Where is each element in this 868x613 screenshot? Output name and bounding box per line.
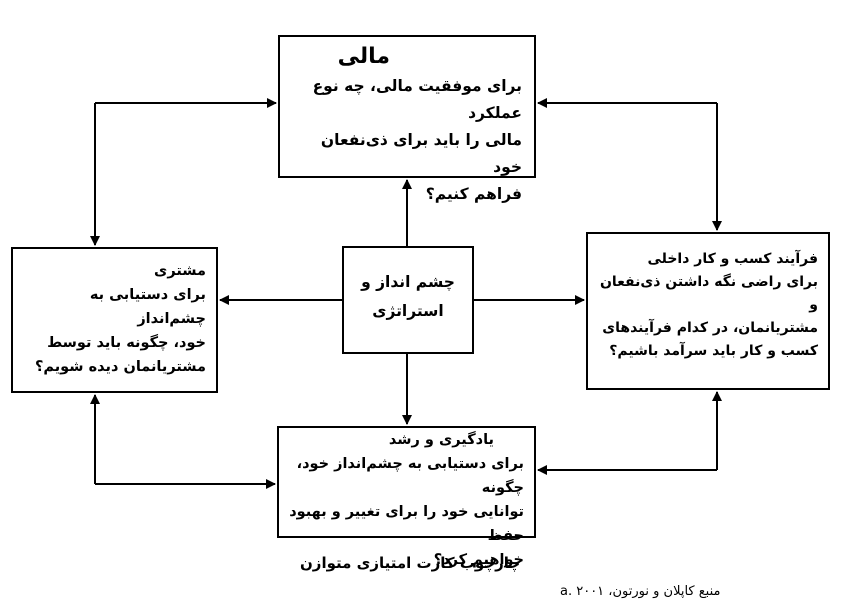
finance-question: برای موفقیت مالی، چه نوع عملکرد مالی را … (312, 77, 522, 203)
finance-box: مالی برای موفقیت مالی، چه نوع عملکرد مال… (278, 35, 536, 203)
learning-growth-box: یادگیری و رشد برای دستیابی به چشم‌انداز … (277, 426, 536, 568)
vision-strategy-box: چشم انداز و استراتژی (342, 246, 474, 354)
learning-growth-question: برای دستیابی به چشم‌انداز خود، چگونه توا… (289, 456, 524, 568)
customer-box: مشتری برای دستیابی به چشم‌انداز خود، چگو… (11, 247, 218, 393)
internal-process-question: برای راضی نگه داشتن ذی‌نفعان و مشتریانما… (599, 274, 818, 359)
internal-process-box: فرآیند کسب و کار داخلی برای راضی نگه داش… (586, 232, 830, 390)
figure-source: منبع کاپلان و نورتون، a. ۲۰۰۱ (560, 584, 721, 599)
customer-title: مشتری (154, 263, 206, 279)
finance-title: مالی (337, 44, 390, 69)
learning-growth-title: یادگیری و رشد (388, 432, 494, 448)
customer-question: برای دستیابی به چشم‌انداز خود، چگونه بای… (34, 287, 206, 375)
figure-caption: چارچوب کارت امتیازی متوازن (300, 554, 521, 572)
vision-strategy-label: چشم انداز و استراتژی (361, 273, 455, 320)
internal-process-title: فرآیند کسب و کار داخلی (647, 251, 818, 267)
